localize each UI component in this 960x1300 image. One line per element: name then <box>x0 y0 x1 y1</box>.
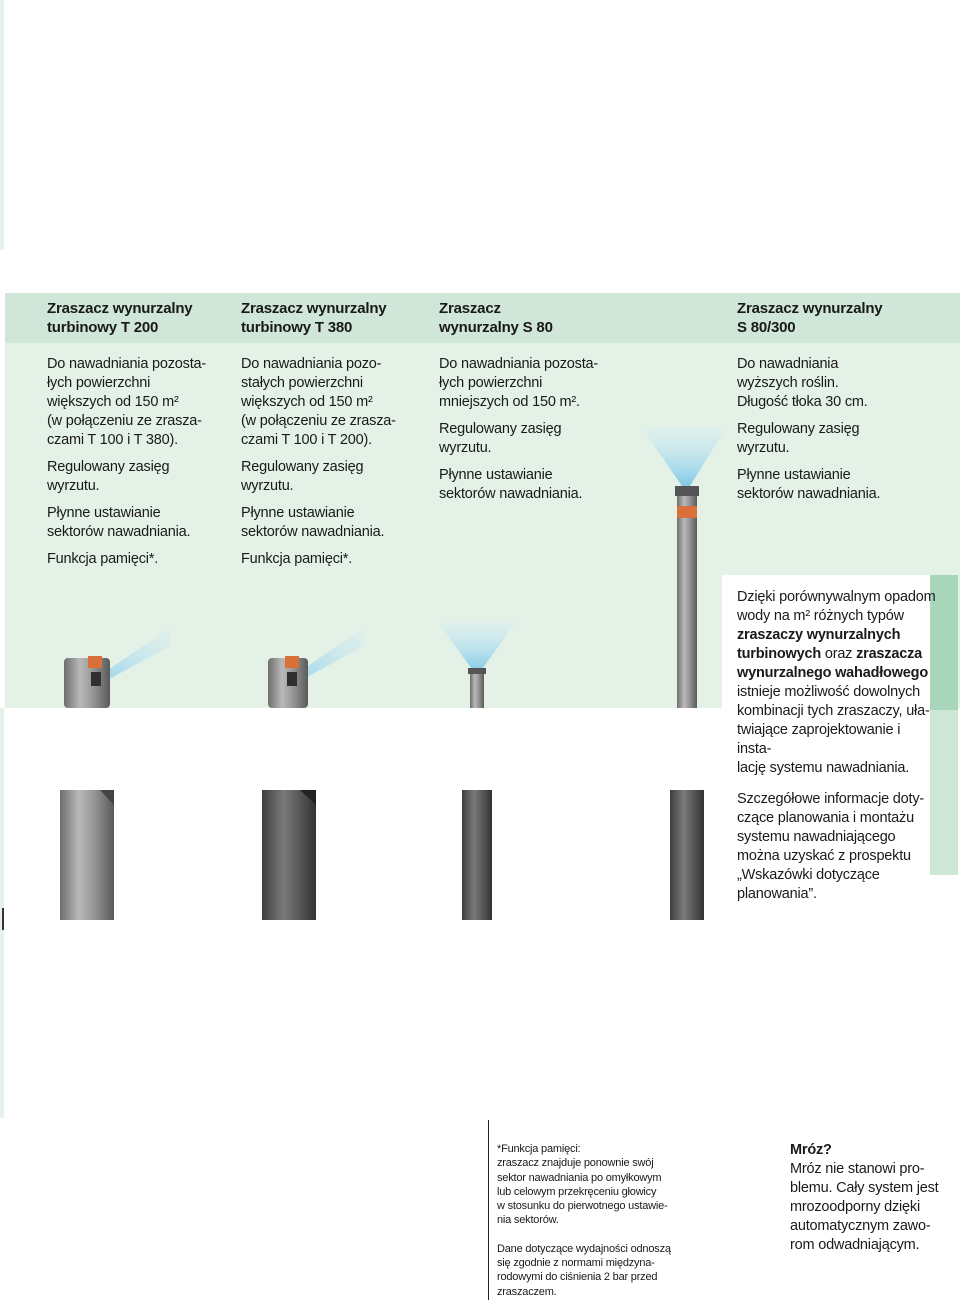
frost-title: Mróz? <box>790 1142 832 1158</box>
column-1-memory: Funkcja pamięci*. <box>47 551 159 567</box>
top-edge-strip <box>0 0 4 250</box>
sprinkler-s80-300-icon <box>642 428 726 920</box>
frost-info: Mróz? Mróz nie stanowi pro- blemu. Cały … <box>790 1141 950 1255</box>
column-3-title: Zraszacz wynurzalny S 80 <box>439 300 553 336</box>
comparison-note: Dzięki porównywalnym opadom wody na m² r… <box>737 589 936 902</box>
sprinkler-t200-icon <box>60 628 170 920</box>
crop-mark <box>2 908 4 930</box>
sprinkler-t380-icon <box>262 628 364 920</box>
sprinkler-illustrations <box>60 428 726 920</box>
note-accent-bar-bottom <box>930 710 958 875</box>
note-accent-bar-top <box>930 575 958 710</box>
sprinkler-s80-icon <box>438 622 516 920</box>
memory-footnote: *Funkcja pamięci: zraszacz znajduje pono… <box>497 1143 671 1298</box>
planning-info: Szczegółowe informacje doty- czące plano… <box>737 791 925 902</box>
footer-divider <box>488 1120 489 1300</box>
header-band <box>5 293 960 343</box>
column-2-title: Zraszacz wynurzalny turbinowy T 380 <box>241 300 387 336</box>
note-box <box>722 575 958 875</box>
column-4-title: Zraszacz wynurzalny S 80/300 <box>737 300 883 336</box>
column-1-title: Zraszacz wynurzalny turbinowy T 200 <box>47 300 193 336</box>
column-2-memory: Funkcja pamięci*. <box>241 551 353 567</box>
